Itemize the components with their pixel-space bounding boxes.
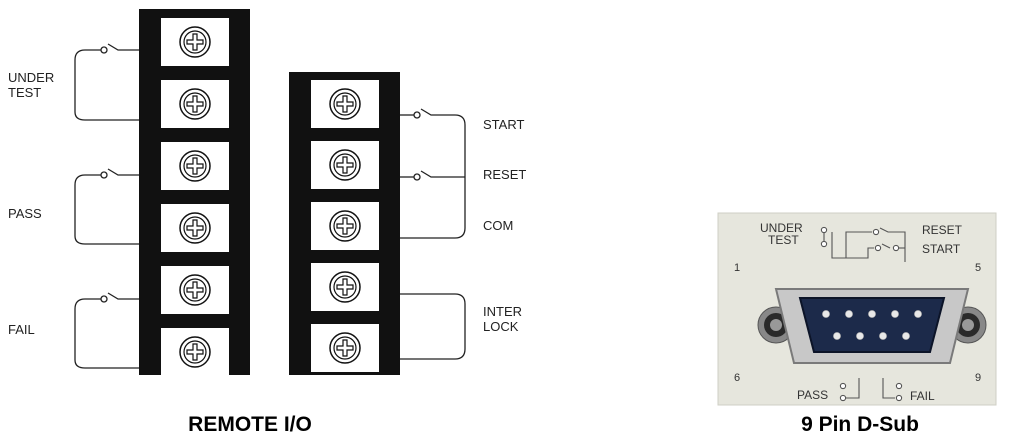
right-terminal-4 — [311, 263, 379, 311]
label-lock-line2: LOCK — [483, 319, 519, 334]
left-terminal-1 — [161, 18, 229, 66]
label-under-test: UNDER TEST — [8, 70, 54, 100]
left-terminal-4 — [161, 204, 229, 252]
label-reset: RESET — [483, 167, 527, 182]
dsub-label-pass: PASS — [797, 388, 829, 402]
dsub-pin-4 — [891, 310, 899, 318]
left-terminal-2 — [161, 80, 229, 128]
remote-io-caption: REMOTE I/O — [188, 413, 312, 436]
label-test-line2: TEST — [8, 85, 42, 100]
label-under-line1: UNDER — [8, 70, 55, 85]
dsub-label-start: START — [922, 242, 961, 256]
dsub-pin-1 — [822, 310, 830, 318]
label-interlock: INTER LOCK — [483, 304, 522, 334]
right-terminal-5 — [311, 324, 379, 372]
under-test-wiring — [74, 43, 139, 121]
left-terminal-5 — [161, 266, 229, 314]
right-terminal-block — [289, 72, 400, 375]
dsub-caption: 9 Pin D-Sub — [801, 413, 919, 436]
fail-wiring — [74, 292, 139, 369]
dsub-label-under: UNDER — [760, 221, 803, 235]
dsub-face — [798, 297, 946, 353]
pin-number-9: 9 — [975, 372, 982, 384]
label-fail: FAIL — [8, 322, 35, 337]
label-pass: PASS — [8, 206, 42, 221]
interlock-wiring — [400, 293, 466, 360]
left-terminal-6 — [161, 328, 229, 376]
dsub-connector — [717, 212, 997, 406]
label-start: START — [483, 117, 525, 132]
dsub-label-test: TEST — [768, 233, 799, 247]
label-inter-line1: INTER — [483, 304, 522, 319]
left-terminal-block — [139, 9, 250, 376]
dsub-pin-2 — [845, 310, 853, 318]
start-reset-com-wiring — [400, 108, 466, 239]
pass-wiring — [74, 168, 139, 245]
dsub-pin-6 — [833, 332, 841, 340]
dsub-pin-9 — [902, 332, 910, 340]
dsub-label-fail: FAIL — [910, 389, 935, 403]
dsub-label-reset: RESET — [922, 223, 963, 237]
dsub-pin-3 — [868, 310, 876, 318]
right-terminal-2 — [311, 141, 379, 189]
left-terminal-3 — [161, 142, 229, 190]
dsub-pin-5 — [914, 310, 922, 318]
pin-number-1: 1 — [734, 262, 741, 274]
dsub-pin-8 — [879, 332, 887, 340]
right-terminal-1 — [311, 80, 379, 128]
pin-number-6: 6 — [734, 372, 741, 384]
label-com: COM — [483, 218, 514, 233]
pin-number-5: 5 — [975, 262, 982, 274]
right-terminal-3 — [311, 202, 379, 250]
dsub-pin-7 — [856, 332, 864, 340]
